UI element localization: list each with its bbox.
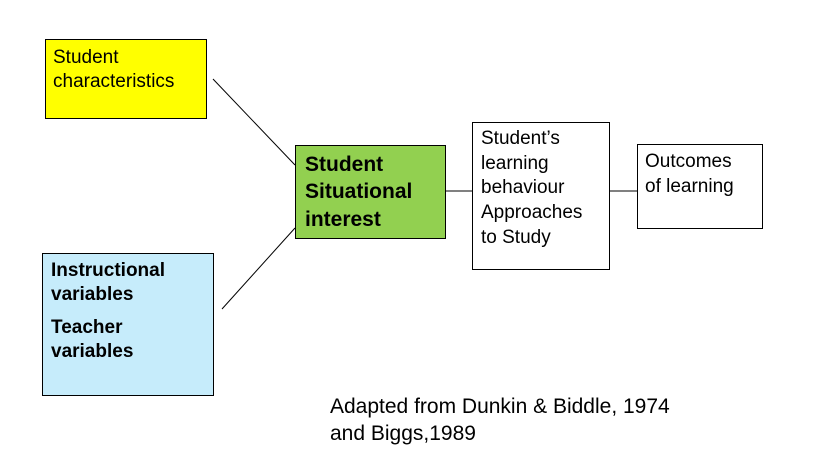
learning-behaviour-box: Student’s learning behaviour Approaches … [472,122,610,270]
teacher-variables-line-2: variables [51,341,134,363]
instructional-variables-line-1: Instructional [51,260,166,281]
learning-behaviour-line-4: Approaches [481,202,583,224]
citation-text: Adapted from Dunkin & Biddle, 1974 and B… [330,393,670,448]
learning-behaviour-line-2: learning [481,152,549,174]
instructional-variables-line-2: variables [51,284,134,306]
situational-interest-box: Student Situational interest [295,145,446,239]
outcomes-line-2: of learning [645,175,734,197]
student-characteristics-line-2: characteristics [53,71,175,93]
student-characteristics-line-1: Student [53,47,119,68]
situational-interest-line-3: interest [305,207,381,231]
instructional-teacher-variables-box: Instructional variables Teacher variable… [42,253,214,396]
citation-line-1: Adapted from Dunkin & Biddle, 1974 [330,395,670,418]
connector-variables-to-interest [221,227,296,310]
outcomes-line-1: Outcomes [645,151,732,172]
connector-characteristics-to-interest [212,78,296,166]
learning-behaviour-line-5: to Study [481,226,551,248]
learning-behaviour-line-3: behaviour [481,177,565,199]
student-characteristics-box: Student characteristics [45,39,207,119]
learning-behaviour-line-1: Student’s [481,128,560,149]
teacher-variables-line-1: Teacher [51,317,123,339]
situational-interest-line-1: Student [305,153,384,176]
citation-line-2: and Biggs,1989 [330,422,476,446]
situational-interest-line-2: Situational [305,180,413,204]
outcomes-of-learning-box: Outcomes of learning [637,144,763,229]
